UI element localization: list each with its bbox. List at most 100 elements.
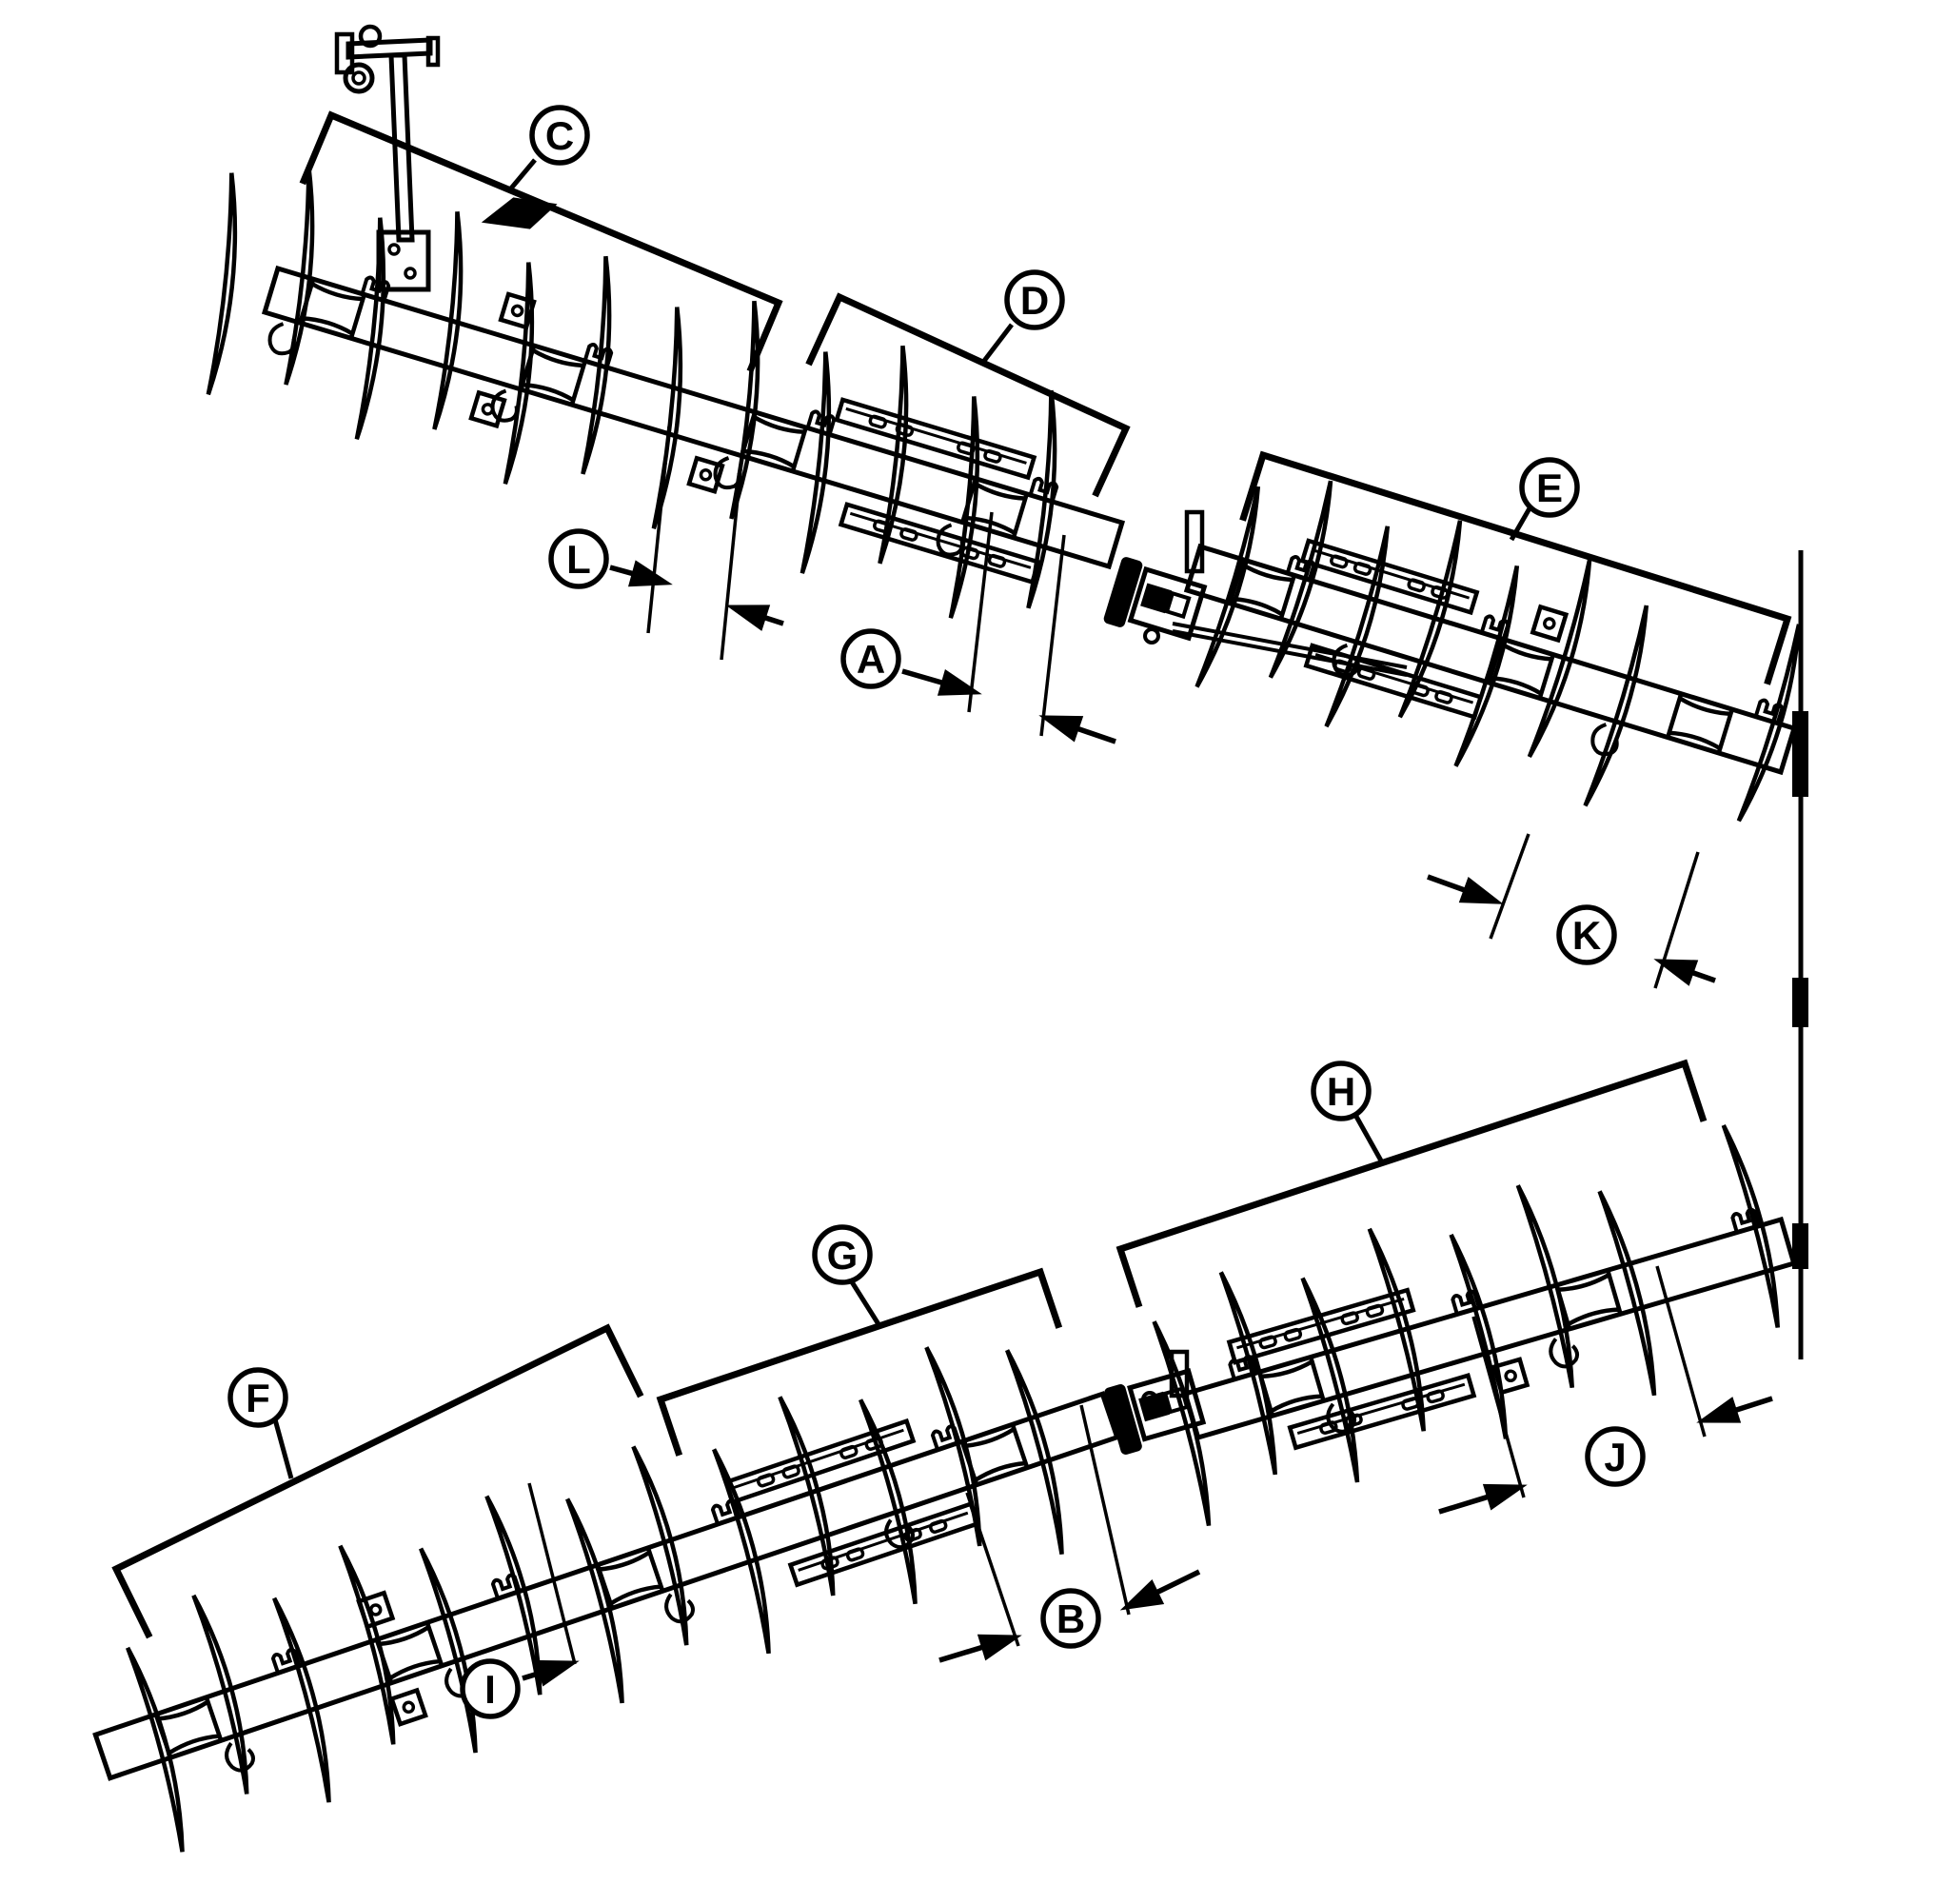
callout-circle	[812, 1224, 873, 1285]
dimension-arrow-shaft	[938, 1642, 991, 1663]
section-bracket-E	[1239, 450, 1792, 685]
fold-line	[1792, 550, 1808, 1359]
extension-line	[967, 511, 994, 713]
disc-blade	[191, 1594, 249, 1795]
dimension-arrow-shaft	[1149, 1569, 1201, 1598]
scraper-notch	[1451, 1289, 1481, 1316]
extension-line	[965, 1492, 1020, 1647]
callout-circle	[1556, 904, 1617, 965]
callout-leader	[982, 323, 1014, 363]
callout-letter-F: F	[246, 1376, 270, 1420]
hanger-hook	[1326, 1402, 1357, 1434]
hinge-plate	[1792, 1223, 1808, 1269]
callout-J: J	[1438, 1396, 1773, 1515]
disc-blade	[1005, 1349, 1064, 1555]
callout-circle	[227, 1367, 288, 1428]
callout-letter-B: B	[1056, 1597, 1085, 1641]
callout-circle	[1519, 457, 1580, 518]
disc-blade	[778, 1396, 836, 1597]
callout-leader	[508, 158, 537, 191]
scraper-notch	[805, 409, 837, 436]
hanger-hook	[884, 1518, 915, 1550]
dimension-arrow-shaft	[901, 668, 950, 687]
callout-H: H	[1311, 1061, 1385, 1164]
callout-E: E	[1509, 457, 1580, 542]
disc-blade	[432, 210, 464, 430]
disc-blade	[1026, 389, 1057, 609]
disc-blade	[1736, 624, 1802, 823]
bolt	[1143, 627, 1160, 645]
callout-letter-A: A	[857, 637, 885, 682]
disc-blade	[1583, 605, 1649, 807]
spacer-spool	[740, 412, 808, 471]
callout-letter-G: G	[827, 1233, 859, 1278]
callout-G: G	[812, 1224, 881, 1326]
extension-line	[720, 449, 744, 661]
scraper-notch	[1753, 698, 1785, 724]
crank-knob	[343, 62, 375, 94]
gang-tube	[1183, 543, 1798, 776]
hanger-hook	[1590, 723, 1619, 757]
scraper-notch	[360, 275, 391, 302]
callout-circle	[1004, 269, 1065, 330]
callout-circle	[840, 628, 901, 689]
section-bracket-G	[656, 1267, 1063, 1457]
front-right-gang	[92, 1346, 1120, 1853]
scraper-notch	[582, 342, 614, 368]
disc-blade	[1218, 1271, 1277, 1476]
callout-letter-I: I	[484, 1667, 496, 1712]
section-bracket-H	[1116, 1059, 1708, 1308]
dimension-arrow-head	[937, 668, 982, 696]
section-bracket-D	[805, 292, 1131, 498]
dimension-arrow-head	[1653, 959, 1699, 986]
callout-leader	[848, 1279, 881, 1326]
dimension-arrow-shaft	[1438, 1492, 1496, 1515]
spacer-spool	[1666, 693, 1734, 753]
bearing-rail	[834, 397, 1037, 481]
callout-circle	[1311, 1061, 1372, 1121]
hinge-plate	[1792, 711, 1808, 797]
callout-L: L	[548, 528, 784, 631]
extension-line	[646, 426, 671, 634]
scraper-notch	[1285, 555, 1316, 581]
callout-A: A	[840, 628, 1116, 744]
gang-tube	[261, 265, 1126, 570]
callout-letter-K: K	[1572, 913, 1601, 958]
disc-blade	[284, 167, 315, 386]
clamp-plate	[686, 455, 725, 495]
disc-blade	[1152, 1320, 1212, 1526]
callout-K: K	[1427, 874, 1716, 986]
callout-C: C	[508, 105, 590, 191]
leveling-crank-assembly	[334, 24, 558, 292]
callout-letter-L: L	[566, 537, 591, 582]
scraper-notch	[930, 1424, 961, 1451]
section-bracket-C	[299, 110, 783, 373]
callout-letter-D: D	[1020, 278, 1049, 323]
disc-blade	[729, 300, 760, 520]
scraper-notch	[1479, 614, 1510, 641]
disc-blade	[878, 345, 909, 565]
scraper-notch	[1730, 1207, 1761, 1234]
rear-left-gang	[1183, 480, 1802, 823]
clamp-wedge	[481, 197, 558, 229]
callout-letter-E: E	[1536, 466, 1563, 510]
spacer-spool	[519, 346, 587, 405]
hanger-hook	[936, 523, 964, 557]
callout-circle	[529, 105, 590, 166]
elastomer-ring	[1103, 557, 1143, 627]
dimension-arrow-head	[1482, 1483, 1528, 1511]
disc-blade	[484, 1495, 543, 1696]
bearing-bracket	[1127, 1368, 1207, 1442]
hinge-plate	[1792, 978, 1808, 1027]
bolt	[1141, 1391, 1158, 1408]
hanger-hook	[664, 1593, 695, 1624]
scraper-notch	[1228, 1354, 1258, 1380]
callout-circle	[548, 528, 609, 589]
extension-line	[1655, 1265, 1707, 1438]
callout-letter-J: J	[1604, 1435, 1626, 1479]
elastomer-ring	[1104, 1384, 1142, 1455]
extension-line	[527, 1482, 577, 1665]
riser-plate	[1169, 1349, 1190, 1398]
